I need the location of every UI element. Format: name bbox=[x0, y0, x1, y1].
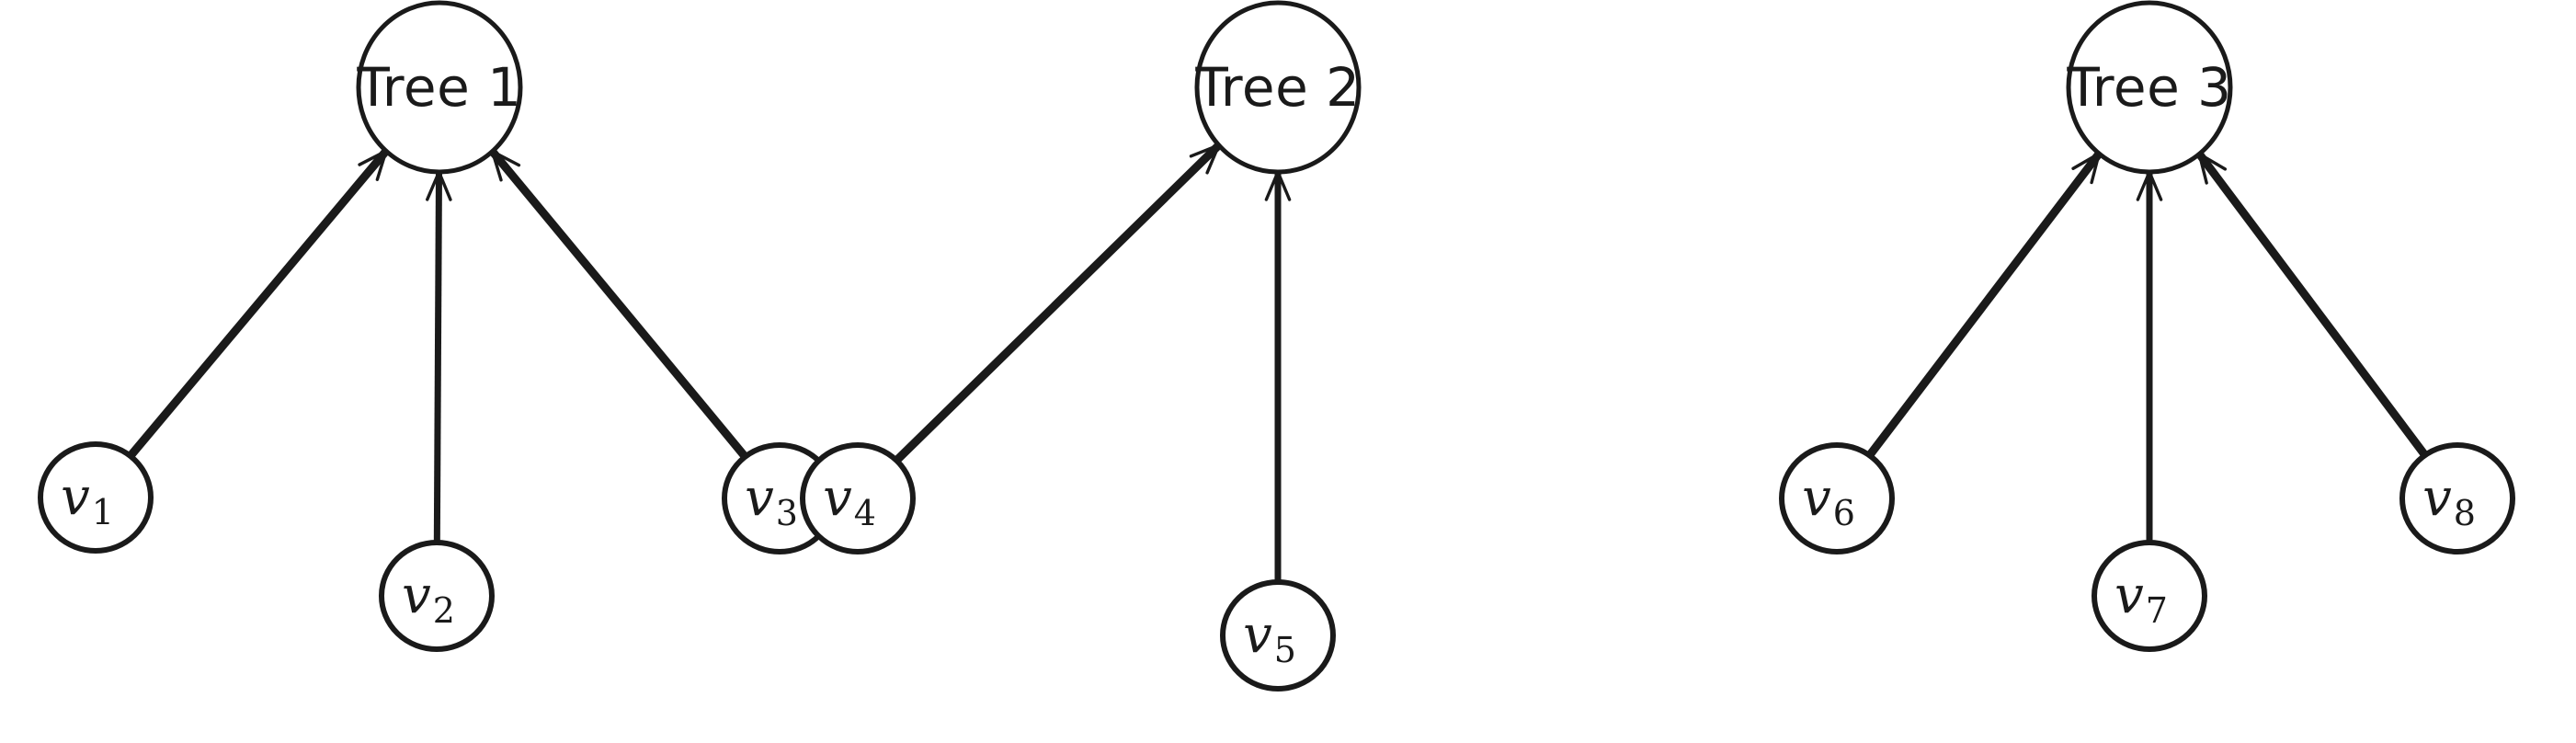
node-label-tree3: Tree 3 bbox=[2066, 56, 2231, 119]
node-outline-v7 bbox=[2092, 540, 2207, 652]
node-v6[interactable]: v6 bbox=[1779, 442, 1895, 554]
node-subscript-v7: 7 bbox=[2146, 590, 2168, 631]
node-outline-v8 bbox=[2399, 442, 2515, 554]
node-tree3[interactable]: Tree 3 bbox=[2066, 0, 2233, 175]
edge-v4-to-tree2 bbox=[894, 142, 1222, 463]
node-outline-tree2 bbox=[1194, 0, 1362, 175]
node-v8[interactable]: v8 bbox=[2399, 442, 2515, 554]
edge-v2-to-tree1 bbox=[433, 171, 443, 543]
node-outline-v5 bbox=[1220, 579, 1336, 692]
node-outline-v1 bbox=[38, 441, 154, 554]
node-label-tree1: Tree 1 bbox=[356, 56, 521, 119]
node-outline-tree3 bbox=[2066, 0, 2233, 175]
node-subscript-v1: 1 bbox=[92, 492, 114, 532]
node-subscript-v3: 3 bbox=[776, 493, 798, 533]
edge-v1-to-tree1 bbox=[127, 148, 390, 459]
node-label-v7: v7 bbox=[2114, 566, 2168, 632]
node-subscript-v5: 5 bbox=[1274, 630, 1296, 670]
edge-v6-to-tree3 bbox=[1865, 151, 2103, 458]
node-v5[interactable]: v5 bbox=[1220, 579, 1336, 692]
node-subscript-v2: 2 bbox=[433, 590, 455, 631]
node-outline-v2 bbox=[379, 540, 495, 652]
node-v7[interactable]: v7 bbox=[2092, 540, 2207, 652]
node-tree1[interactable]: Tree 1 bbox=[356, 0, 523, 175]
node-v1[interactable]: v1 bbox=[38, 441, 154, 554]
edge-v3-to-tree1 bbox=[489, 148, 748, 460]
node-subscript-v4: 4 bbox=[854, 493, 876, 533]
node-outline-v6 bbox=[1779, 442, 1895, 554]
edges-layer bbox=[127, 142, 2429, 582]
node-label-tree2: Tree 2 bbox=[1194, 56, 1360, 119]
node-subscript-v8: 8 bbox=[2454, 493, 2476, 533]
node-v2[interactable]: v2 bbox=[379, 540, 495, 652]
edge-v8-to-tree3 bbox=[2195, 151, 2429, 458]
node-tree2[interactable]: Tree 2 bbox=[1194, 0, 1362, 175]
node-v4[interactable]: v4 bbox=[800, 442, 916, 554]
node-subscript-v6: 6 bbox=[1833, 493, 1855, 533]
node-outline-tree1 bbox=[356, 0, 523, 175]
node-outline-v4 bbox=[800, 442, 916, 554]
